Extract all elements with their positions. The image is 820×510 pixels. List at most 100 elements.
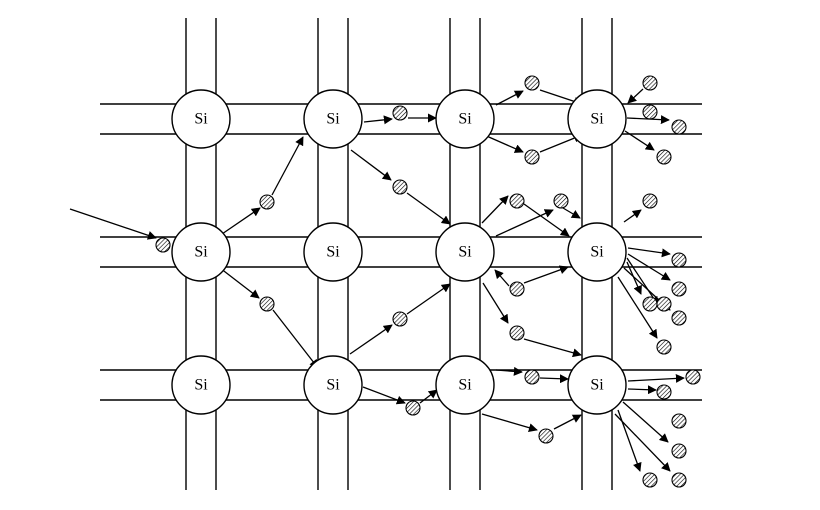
si-atom-circle <box>567 355 627 415</box>
arrow <box>623 209 642 223</box>
arrow <box>627 373 685 383</box>
si-atom-label: Si <box>458 111 472 128</box>
si-atom-circle <box>171 355 231 415</box>
arrow <box>362 386 406 405</box>
arrow <box>553 414 582 430</box>
particle <box>509 325 525 341</box>
si-atom-circle <box>171 222 231 282</box>
arrow <box>481 195 509 224</box>
particle <box>671 443 687 459</box>
particle <box>671 281 687 297</box>
si-atom-label: Si <box>194 111 208 128</box>
arrow <box>494 269 510 287</box>
arrow <box>271 136 304 196</box>
particle <box>656 384 672 400</box>
particle <box>392 105 408 121</box>
si-atom-label: Si <box>590 377 604 394</box>
si-atom: Si <box>567 355 627 415</box>
arrow <box>627 88 644 104</box>
particle <box>553 193 569 209</box>
arrow <box>617 276 658 339</box>
si-atom: Si <box>171 355 231 415</box>
si-atom: Si <box>171 222 231 282</box>
arrow <box>495 209 554 237</box>
arrow <box>614 413 671 472</box>
arrow <box>481 133 524 153</box>
particle <box>524 149 540 165</box>
si-atom: Si <box>303 222 363 282</box>
particle <box>509 281 525 297</box>
si-atom: Si <box>567 222 627 282</box>
arrow <box>624 130 655 151</box>
particle <box>671 310 687 326</box>
si-atom: Si <box>303 89 363 149</box>
particle <box>392 179 408 195</box>
si-atom-circle <box>303 222 363 282</box>
arrow <box>617 409 642 472</box>
arrow <box>622 401 669 443</box>
particle <box>642 104 658 120</box>
arrow <box>482 282 509 324</box>
particle <box>671 252 687 268</box>
particle <box>671 472 687 488</box>
si-atom: Si <box>435 355 495 415</box>
si-atom: Si <box>567 89 627 149</box>
arrow <box>523 265 569 284</box>
particle <box>685 369 701 385</box>
particle <box>671 413 687 429</box>
particle <box>524 75 540 91</box>
particles <box>155 75 701 488</box>
arrow <box>627 253 671 281</box>
si-atom-label: Si <box>194 377 208 394</box>
si-atom-label: Si <box>590 244 604 261</box>
arrow <box>627 385 657 395</box>
si-atom-label: Si <box>458 244 472 261</box>
particle <box>155 237 171 253</box>
arrow <box>363 115 393 125</box>
si-atom: Si <box>303 355 363 415</box>
si-atom-circle <box>303 355 363 415</box>
particle <box>656 296 672 312</box>
arrow <box>495 90 524 106</box>
particle <box>259 296 275 312</box>
particle <box>642 193 658 209</box>
arrow <box>221 207 261 235</box>
particle <box>642 75 658 91</box>
si-atom-label: Si <box>326 244 340 261</box>
arrow <box>350 149 392 181</box>
si-atom-circle <box>303 89 363 149</box>
arrow <box>219 267 260 299</box>
particle <box>538 428 554 444</box>
arrow <box>419 389 438 404</box>
arrow <box>481 413 538 433</box>
si-atom: Si <box>171 89 231 149</box>
si-atom-circle <box>567 89 627 149</box>
si-atom-circle <box>435 222 495 282</box>
particle <box>509 193 525 209</box>
arrow <box>406 283 451 315</box>
particle <box>524 369 540 385</box>
particle <box>656 149 672 165</box>
particle <box>671 119 687 135</box>
particle <box>656 339 672 355</box>
si-atom-circle <box>435 355 495 415</box>
arrow <box>523 338 582 358</box>
incoming-arrow <box>69 208 157 240</box>
si-atom-label: Si <box>194 244 208 261</box>
particle <box>259 194 275 210</box>
arrow <box>539 374 569 384</box>
si-atom-label: Si <box>590 111 604 128</box>
particle <box>392 311 408 327</box>
arrow <box>523 203 570 237</box>
si-atom-circle <box>435 89 495 149</box>
arrow <box>406 192 451 225</box>
si-atom-circle <box>171 89 231 149</box>
si-atom-label: Si <box>326 377 340 394</box>
si-atom: Si <box>435 89 495 149</box>
arrow <box>627 247 671 258</box>
arrow <box>272 309 319 369</box>
arrow <box>562 207 581 219</box>
